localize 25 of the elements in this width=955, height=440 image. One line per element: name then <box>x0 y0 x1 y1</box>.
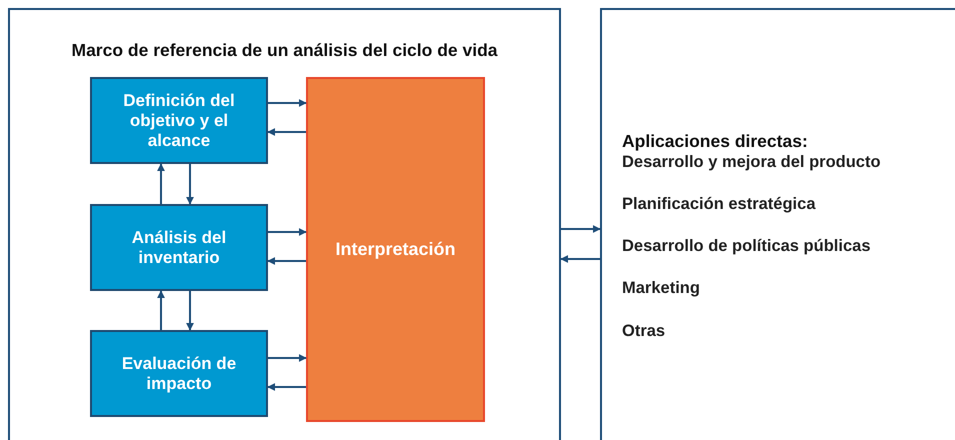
arrow <box>561 225 601 233</box>
process-box: Evaluación de impacto <box>90 330 268 417</box>
frame-panel <box>8 8 561 440</box>
arrow <box>268 99 307 107</box>
arrow <box>267 383 306 391</box>
list-item: Marketing <box>622 279 700 298</box>
arrow <box>186 164 194 205</box>
arrow <box>268 354 307 362</box>
frame-title: Marco de referencia de un análisis del ciclo de vida <box>70 40 499 61</box>
process-box: Interpretación <box>306 77 485 422</box>
arrow <box>560 255 600 263</box>
arrow <box>267 257 306 265</box>
process-box: Definición del objetivo y el alcance <box>90 77 268 164</box>
list-item: Desarrollo y mejora del producto <box>622 153 881 172</box>
list-heading: Aplicaciones directas: <box>622 131 808 152</box>
arrow <box>157 290 165 330</box>
process-box: Análisis del inventario <box>90 204 268 291</box>
arrow <box>186 291 194 331</box>
arrow <box>157 163 165 204</box>
arrow <box>267 128 306 136</box>
list-item: Desarrollo de políticas públicas <box>622 237 870 256</box>
frame-panel <box>600 8 955 440</box>
arrow <box>268 228 307 236</box>
list-item: Planificación estratégica <box>622 195 816 214</box>
list-item: Otras <box>622 322 666 341</box>
